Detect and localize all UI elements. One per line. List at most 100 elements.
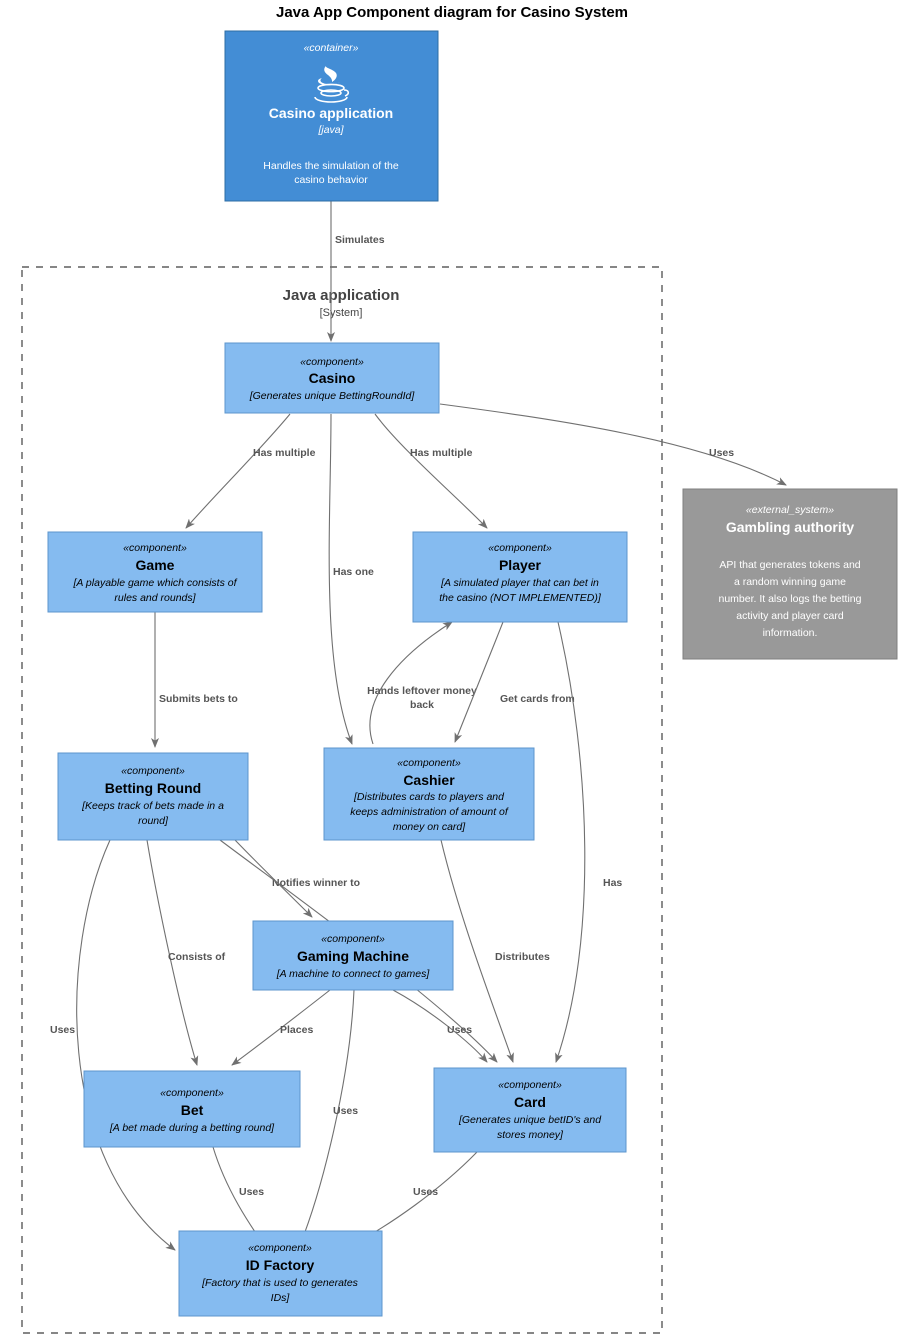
edge-label-has: Has [603, 877, 622, 889]
node-bet-name: Bet [181, 1102, 204, 1118]
node-cashier-name: Cashier [403, 772, 455, 788]
boundary-name-label: Java application [283, 287, 400, 304]
node-card[interactable]: «component» Card [Generates unique betID… [433, 1067, 627, 1153]
node-betting-round-tech-line-2: round] [138, 815, 169, 827]
node-id-factory[interactable]: «component» ID Factory [Factory that is … [178, 1230, 383, 1317]
node-player-tech-line-1: [A simulated player that can bet in [440, 577, 599, 589]
edge-has-card [555, 621, 586, 1063]
node-player[interactable]: «component» Player [A simulated player t… [412, 531, 628, 623]
node-player-name: Player [499, 557, 542, 573]
edge-label-uses-bettinground-card: Uses [447, 1024, 472, 1036]
edge-uses-gambling-authority [439, 403, 787, 486]
edge-get-cards-from [454, 621, 504, 743]
node-cashier-tech-line-3: money on card] [393, 821, 466, 833]
node-bet-box[interactable] [83, 1070, 301, 1148]
node-card-tech-line-2: stores money] [497, 1129, 564, 1141]
node-gaming-machine-stereotype: «component» [321, 933, 385, 945]
node-game-tech-line-1: [A playable game which consists of [72, 577, 237, 589]
node-gaming-machine-name: Gaming Machine [297, 948, 409, 964]
node-gambling-authority-box[interactable] [682, 488, 898, 660]
node-betting-round-stereotype: «component» [121, 765, 185, 777]
boundary-type-label: [System] [320, 307, 363, 319]
node-casino-name: Casino [309, 370, 356, 386]
node-game-tech-line-2: rules and rounds] [114, 592, 196, 604]
edge-distributes [440, 839, 514, 1063]
node-casino-box[interactable] [224, 342, 440, 414]
edge-places [231, 989, 331, 1066]
node-gambling-authority-stereotype: «external_system» [746, 504, 834, 516]
node-betting-round[interactable]: «component» Betting Round [Keeps track o… [57, 752, 249, 841]
node-gaming-machine-tech-line-1: [A machine to connect to games] [276, 968, 431, 980]
node-betting-round-box[interactable] [57, 752, 249, 841]
edge-label-uses-card-idfactory: Uses [413, 1186, 438, 1198]
node-gambling-authority-desc-line-1: API that generates tokens and [719, 559, 860, 571]
node-gambling-authority-name: Gambling authority [726, 519, 855, 535]
edge-label-hands-money-line1: Hands leftover money [367, 685, 477, 697]
edge-label-submits-bets-to: Submits bets to [159, 693, 238, 705]
node-cashier-stereotype: «component» [397, 757, 461, 769]
edge-label-notifies-winner-to: Notifies winner to [272, 877, 360, 889]
node-gaming-machine-box[interactable] [252, 920, 454, 991]
node-gaming-machine[interactable]: «component» Gaming Machine [A machine to… [252, 920, 454, 991]
edge-label-consists-of: Consists of [168, 951, 226, 963]
node-casino-application-tech: [java] [317, 124, 344, 136]
edge-label-uses-bettinground-idfactory: Uses [50, 1024, 75, 1036]
edge-label-places: Places [280, 1024, 313, 1036]
edge-consists-of [146, 839, 199, 1066]
edge-label-has-multiple-game: Has multiple [253, 447, 316, 459]
edge-has-one-cashier [328, 413, 353, 745]
edge-uses-bettinground-idfactory [76, 839, 176, 1251]
edge-label-has-multiple-player: Has multiple [410, 447, 473, 459]
node-casino[interactable]: «component» Casino [Generates unique Bet… [224, 342, 440, 414]
node-player-tech-line-2: the casino (NOT IMPLEMENTED)] [439, 592, 602, 604]
node-card-name: Card [514, 1094, 546, 1110]
node-cashier-box[interactable] [323, 747, 535, 841]
node-cashier[interactable]: «component» Cashier [Distributes cards t… [323, 747, 535, 841]
edge-label-has-one: Has one [333, 566, 374, 578]
node-casino-application-desc-line-2: casino behavior [294, 174, 368, 186]
diagram-title: Java App Component diagram for Casino Sy… [276, 4, 628, 21]
node-gambling-authority-desc-line-2: a random winning game [734, 576, 846, 588]
edge-label-distributes: Distributes [495, 951, 550, 963]
node-player-box[interactable] [412, 531, 628, 623]
node-casino-application-stereotype: «container» [304, 42, 359, 54]
node-id-factory-tech-line-1: [Factory that is used to generates [201, 1277, 359, 1289]
node-game[interactable]: «component» Game [A playable game which … [47, 531, 263, 613]
node-id-factory-tech-line-2: IDs] [271, 1292, 291, 1304]
node-cashier-tech-line-2: keeps administration of amount of [350, 806, 509, 818]
node-bet[interactable]: «component» Bet [A bet made during a bet… [83, 1070, 301, 1148]
node-gambling-authority-desc-line-5: information. [763, 627, 818, 639]
node-game-box[interactable] [47, 531, 263, 613]
edge-uses-gamingmachine-card [392, 989, 488, 1063]
node-casino-tech: [Generates unique BettingRoundId] [249, 390, 416, 402]
edge-label-get-cards-from: Get cards from [500, 693, 575, 705]
node-casino-application-name: Casino application [269, 105, 393, 121]
edge-has-multiple-player [374, 413, 488, 529]
edge-has-multiple-game [185, 413, 291, 529]
edge-label-uses-gamingmachine-idfactory: Uses [333, 1105, 358, 1117]
node-player-stereotype: «component» [488, 542, 552, 554]
edge-label-simulates: Simulates [335, 234, 385, 246]
node-game-stereotype: «component» [123, 542, 187, 554]
node-gambling-authority[interactable]: «external_system» Gambling authority API… [682, 488, 898, 660]
node-bet-stereotype: «component» [160, 1087, 224, 1099]
node-card-tech-line-1: [Generates unique betID's and [458, 1114, 602, 1126]
node-id-factory-name: ID Factory [246, 1257, 315, 1273]
node-casino-stereotype: «component» [300, 356, 364, 368]
node-card-box[interactable] [433, 1067, 627, 1153]
node-casino-application-box[interactable] [224, 30, 439, 202]
node-betting-round-name: Betting Round [105, 780, 201, 796]
node-casino-application[interactable]: «container» Casino application [java] Ha… [224, 30, 439, 202]
node-gambling-authority-desc-line-4: activity and player card [736, 610, 844, 622]
edge-hands-leftover-money-back [369, 621, 453, 745]
edge-label-hands-money-line2: back [410, 699, 434, 711]
node-id-factory-box[interactable] [178, 1230, 383, 1317]
node-id-factory-stereotype: «component» [248, 1242, 312, 1254]
node-betting-round-tech-line-1: [Keeps track of bets made in a [81, 800, 224, 812]
node-card-stereotype: «component» [498, 1079, 562, 1091]
node-cashier-tech-line-1: [Distributes cards to players and [353, 791, 505, 803]
edge-label-uses-authority: Uses [709, 447, 734, 459]
node-bet-tech-line-1: [A bet made during a betting round] [109, 1122, 275, 1134]
